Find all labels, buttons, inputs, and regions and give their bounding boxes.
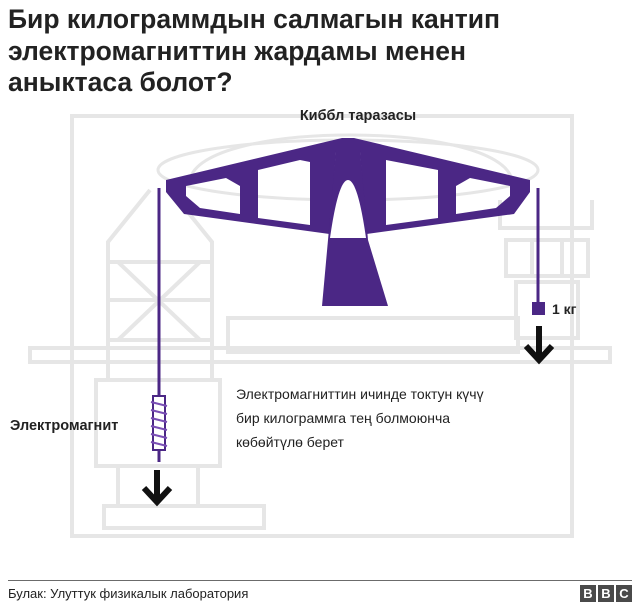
left-suspension	[141, 188, 173, 507]
ghost-right-pan	[514, 280, 580, 340]
description-line-1: Электромагниттин ичинде токтун күчү	[236, 386, 484, 402]
page-title: Бир килограммдын салмагын кантип электро…	[8, 4, 628, 99]
ghost-shelf	[28, 346, 612, 364]
bbc-logo-letter-2: B	[598, 585, 614, 602]
beam-center-cutout	[330, 180, 366, 238]
electromagnet-windings	[150, 401, 168, 447]
ghost-frame	[70, 114, 574, 538]
description-line-2: бир килограммга тең болмоюнча	[236, 410, 450, 426]
ghost-wheel-arc	[188, 133, 514, 181]
right-down-arrow	[523, 326, 555, 365]
ghost-floor-block	[102, 504, 266, 530]
electromagnet-label: Электромагнит	[10, 418, 118, 434]
balance-label: Киббл таразасы	[300, 108, 416, 124]
bbc-logo: B B C	[580, 585, 632, 602]
source-credit: Булак: Улуттук физикалык лаборатория	[8, 586, 249, 601]
mass-weight	[532, 302, 545, 315]
bbc-logo-letter-1: B	[580, 585, 596, 602]
mass-label: 1 кг	[552, 301, 577, 317]
left-down-arrow	[141, 470, 173, 507]
footer-divider	[8, 580, 632, 581]
title-line-3: аныктаса болот?	[8, 67, 233, 97]
ghost-right-cage	[504, 238, 590, 278]
right-suspension	[523, 188, 555, 365]
bbc-logo-letter-3: C	[616, 585, 632, 602]
title-line-1: Бир килограммдын салмагын кантип	[8, 4, 501, 34]
balance-beam	[166, 138, 530, 306]
title-line-2: электромагниттин жардамы менен	[8, 35, 467, 66]
description-line-3: көбөйтүлө берет	[236, 434, 345, 450]
